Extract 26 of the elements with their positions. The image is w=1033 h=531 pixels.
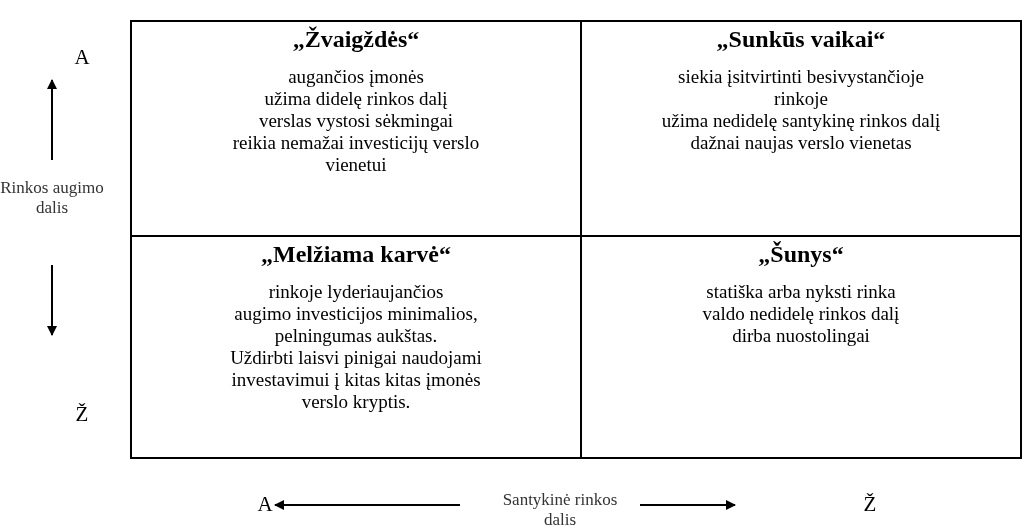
description-text: Uždirbti laisvi pinigai naudojami investavimui į kitas kitas įmonės verslo kryptis.: [230, 347, 482, 412]
axis-end-label: A: [257, 492, 273, 516]
description-text: statiška arba nyksti rinka: [706, 281, 896, 302]
description-text: dirba nuostolingai: [732, 325, 870, 346]
quadrant-title: „Sunkūs vaikai“: [716, 26, 886, 52]
axis-title: Rinkos augimo dalis: [0, 178, 104, 217]
description-text: valdo nedidelę rinkos dalį: [702, 303, 900, 324]
axis-title: Santykinė rinkos dalis: [502, 490, 618, 529]
description-text: dažnai naujas verslo vienetas: [690, 132, 912, 153]
quadrant-title: „Šunys“: [758, 241, 844, 267]
description-text: augimo investicijos minimalios, pelningumas aukštas.: [234, 303, 478, 346]
matrix-quadrant: [130, 235, 582, 459]
description-text: augančios įmonės: [288, 66, 424, 87]
quadrant-title: „Melžiama karvė“: [261, 241, 451, 267]
description-text: užima nedidelę santykinę rinkos dalį: [661, 110, 941, 131]
quadrant-title: „Žvaigždės“: [292, 26, 420, 52]
axis-end-label: Ž: [75, 402, 89, 426]
matrix-quadrant: [580, 235, 1022, 459]
matrix-quadrant: [580, 20, 1022, 237]
axis-end-label: Ž: [863, 492, 877, 516]
description-text: reikia nemažai investicijų verslo vienetui: [232, 132, 480, 175]
description-text: rinkoje lyderiaujančios: [268, 281, 444, 302]
description-text: užima didelę rinkos dalį: [264, 88, 448, 109]
axis-end-label: A: [74, 45, 90, 69]
description-text: verslas vystosi sėkmingai: [258, 110, 454, 131]
matrix-quadrant: [130, 20, 582, 237]
